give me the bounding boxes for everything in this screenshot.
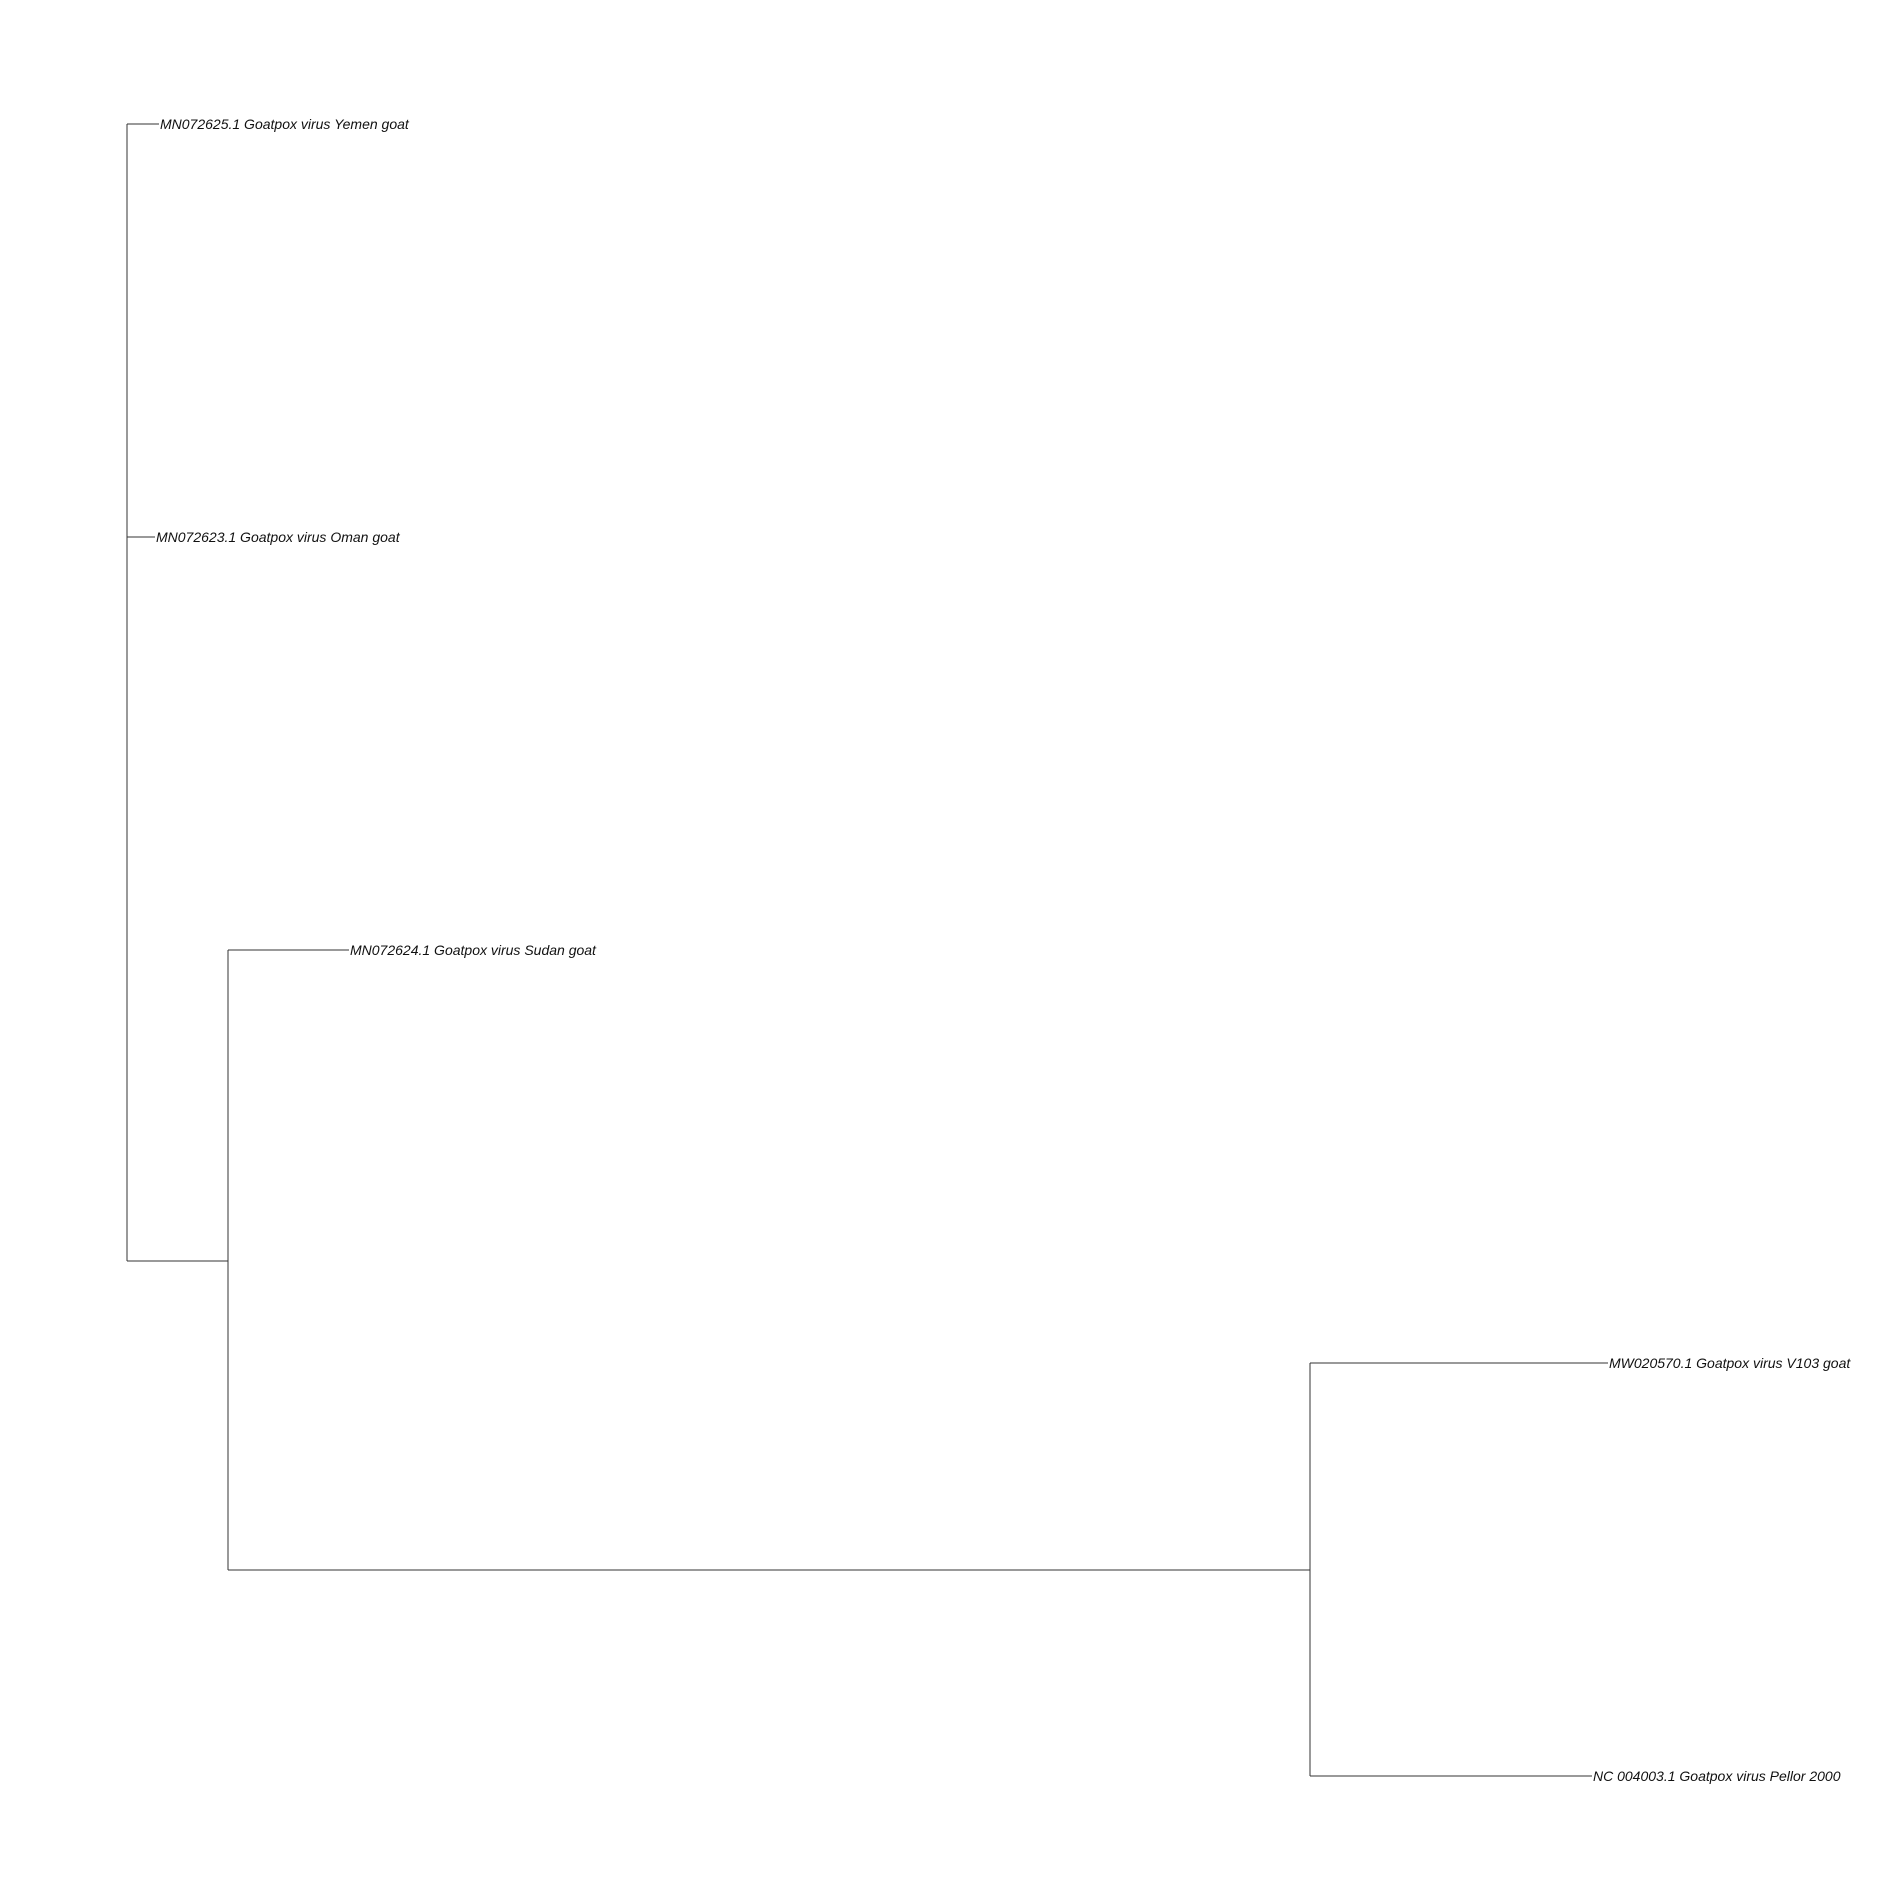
tip-labels: MN072625.1 Goatpox virus Yemen goat MN07… bbox=[156, 116, 1851, 1784]
tip-label-v103: MW020570.1 Goatpox virus V103 goat bbox=[1609, 1355, 1851, 1371]
tip-label-yemen: MN072625.1 Goatpox virus Yemen goat bbox=[160, 116, 410, 132]
tip-label-sudan: MN072624.1 Goatpox virus Sudan goat bbox=[350, 942, 597, 958]
tree-branches bbox=[126, 123, 1608, 1777]
tip-label-pellor: NC 004003.1 Goatpox virus Pellor 2000 bbox=[1593, 1768, 1841, 1784]
tip-label-oman: MN072623.1 Goatpox virus Oman goat bbox=[156, 529, 401, 545]
